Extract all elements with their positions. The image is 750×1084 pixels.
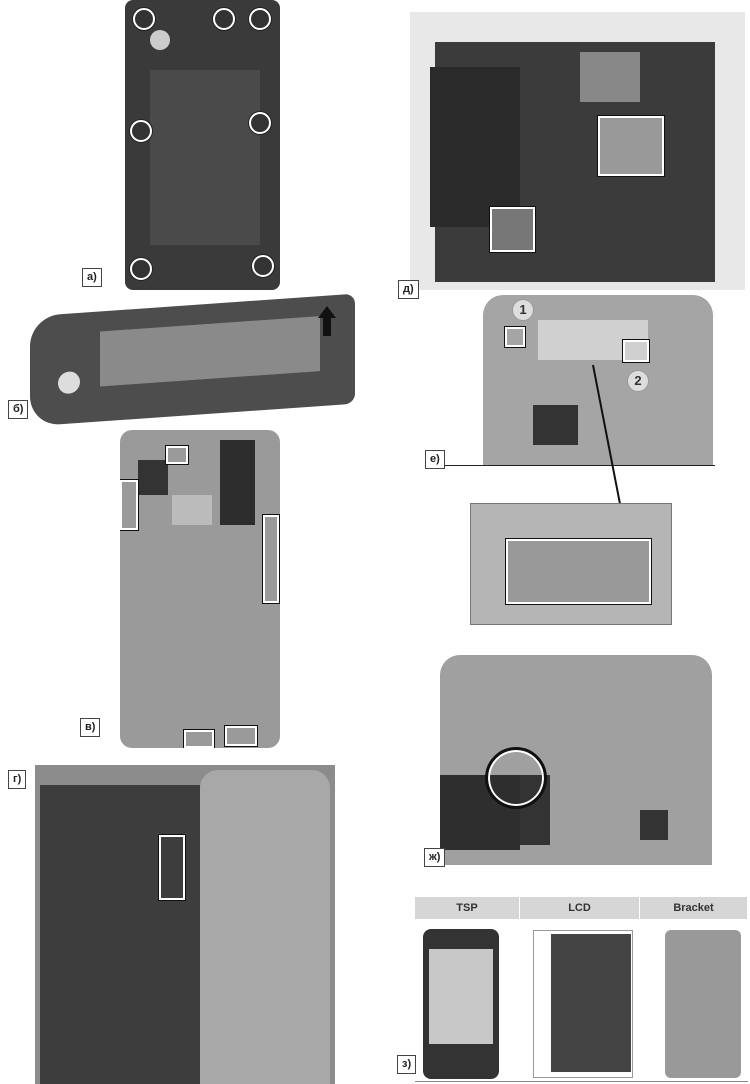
clip-highlight xyxy=(622,339,650,363)
pointer-line xyxy=(425,465,715,466)
connector-circle xyxy=(485,747,547,809)
panel-label-a: а) xyxy=(82,268,102,287)
battery-area xyxy=(150,70,260,245)
lcd-panel xyxy=(551,934,631,1072)
chip xyxy=(533,405,578,445)
photo-lifting-cover xyxy=(30,293,355,427)
screw-icon xyxy=(130,120,152,142)
connector-highlight xyxy=(262,514,280,604)
connector-highlight xyxy=(224,725,258,747)
sim-slot xyxy=(172,495,212,525)
callout-2: 2 xyxy=(627,370,649,392)
shield xyxy=(430,67,520,227)
panel-label-b: б) xyxy=(8,400,29,419)
photo-lcd xyxy=(533,930,633,1078)
photo-board-connectors xyxy=(120,430,280,748)
panel-label-e: е) xyxy=(425,450,445,469)
chip xyxy=(580,52,640,102)
component-highlight xyxy=(489,206,536,253)
screw-icon xyxy=(133,8,155,30)
panel-label-zh: ж) xyxy=(424,848,446,867)
photo-back-cover-screws xyxy=(125,0,280,290)
audio-jack xyxy=(220,440,255,525)
screw-icon xyxy=(249,112,271,134)
camera-lens xyxy=(150,30,170,50)
screw-icon xyxy=(213,8,235,30)
screw-icon xyxy=(252,255,274,277)
arrow-up-icon xyxy=(318,306,336,318)
connector-highlight xyxy=(120,479,139,531)
callout-1: 1 xyxy=(512,299,534,321)
camera-module xyxy=(138,460,168,495)
connector-highlight xyxy=(158,834,186,901)
photo-board-removal xyxy=(35,765,335,1084)
component-highlight xyxy=(597,115,665,177)
panel-label-d: д) xyxy=(398,280,419,299)
arrow-up-icon-shaft xyxy=(323,316,331,336)
panel-label-v: в) xyxy=(80,718,101,737)
connector-highlight xyxy=(183,729,215,748)
inner-frame xyxy=(100,316,320,387)
camera-lens xyxy=(58,370,80,395)
photo-lcd-connector xyxy=(440,655,712,865)
photo-tsp xyxy=(423,929,499,1079)
shield-highlight xyxy=(505,538,652,605)
screw-icon xyxy=(249,8,271,30)
column-header-lcd: LCD xyxy=(520,897,640,919)
column-header-tsp: TSP xyxy=(415,897,520,919)
panel-label-z: з) xyxy=(397,1055,417,1074)
photo-shield-inset xyxy=(470,503,672,625)
column-header-bracket: Bracket xyxy=(640,897,748,919)
photo-shield-clips xyxy=(483,295,713,465)
touch-screen xyxy=(429,949,493,1044)
screw-icon xyxy=(130,258,152,280)
clip-highlight xyxy=(504,326,526,348)
panel-label-g: г) xyxy=(8,770,27,789)
connector-highlight xyxy=(165,445,189,465)
mainboard xyxy=(40,785,200,1084)
chip xyxy=(640,810,668,840)
frame xyxy=(200,770,330,1084)
photo-mainboard xyxy=(410,12,745,290)
photo-bracket xyxy=(665,930,741,1078)
parts-table: TSP LCD Bracket xyxy=(415,897,748,1082)
